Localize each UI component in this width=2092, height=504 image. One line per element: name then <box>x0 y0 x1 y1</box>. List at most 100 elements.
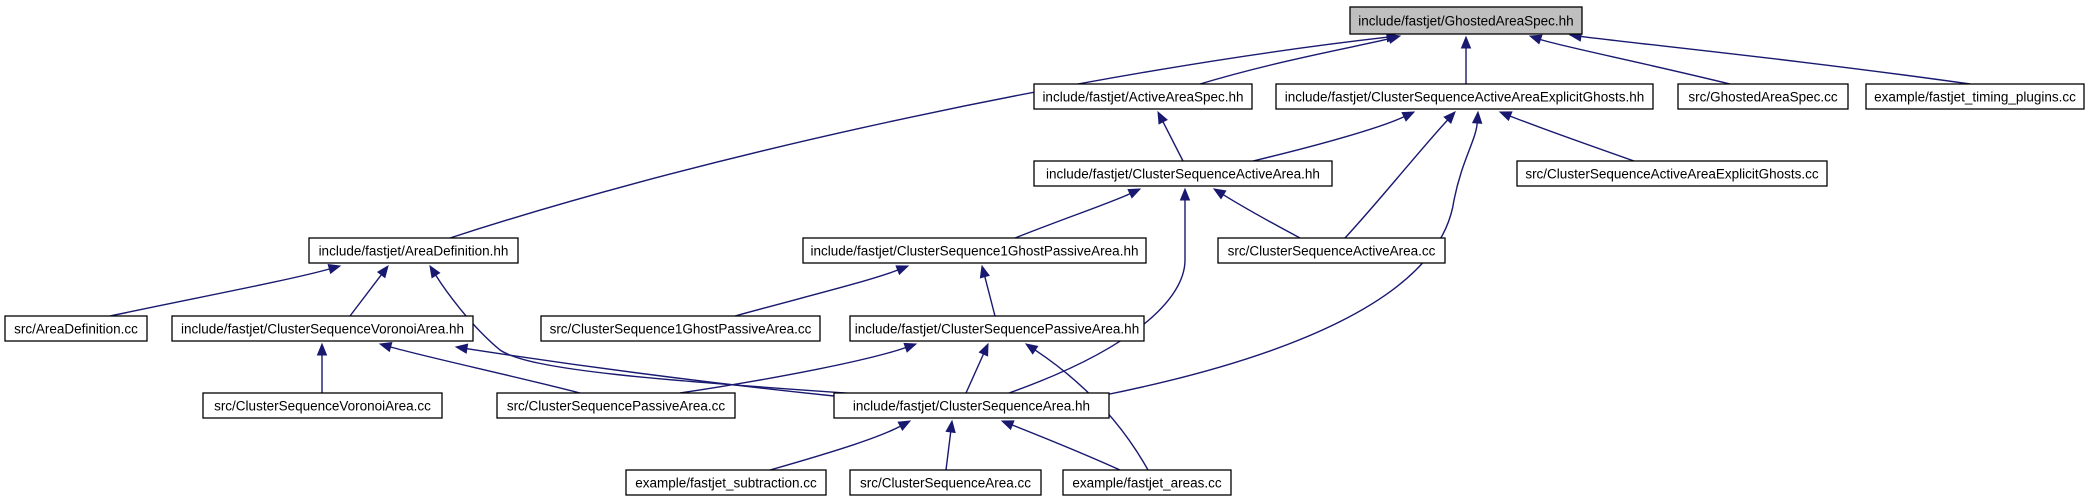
node-csaaeg-hh[interactable]: include/fastjet/ClusterSequenceActiveAre… <box>1275 83 1654 110</box>
node-ghosted-cc[interactable]: src/GhostedAreaSpec.cc <box>1677 83 1849 110</box>
arrowhead-icon <box>1387 33 1402 44</box>
edge-line <box>1014 193 1131 239</box>
node-label: src/ClusterSequenceActiveAreaExplicitGho… <box>1525 167 1819 182</box>
node-box <box>1677 83 1849 110</box>
edge-csarea_hh-to-csva_hh <box>454 343 835 397</box>
edge-line <box>965 353 985 394</box>
edge-line <box>1509 115 1635 162</box>
node-subtraction-cc[interactable]: example/fastjet_subtraction.cc <box>625 469 827 496</box>
node-csva-cc[interactable]: src/ClusterSequenceVoronoiArea.cc <box>202 392 443 419</box>
edge-csaa_hh-to-activeareaspec_hh <box>1157 110 1184 162</box>
node-box <box>625 469 827 496</box>
arrowhead-icon <box>978 342 989 357</box>
edge-line <box>945 431 952 471</box>
node-box <box>802 237 1147 264</box>
node-label: src/GhostedAreaSpec.cc <box>1688 90 1838 105</box>
edge-line <box>1540 38 1731 85</box>
arrowhead-icon <box>429 264 441 279</box>
edge-cspa_hh-to-cs1gpa_hh <box>979 264 996 317</box>
edge-line <box>109 268 330 317</box>
node-label: include/fastjet/AreaDefinition.hh <box>319 244 509 259</box>
edge-line <box>1008 200 1186 394</box>
edge-line <box>466 348 835 397</box>
arrowhead-icon <box>1212 188 1227 200</box>
arrowhead-icon <box>903 342 918 353</box>
arrowhead-icon <box>376 264 389 279</box>
edge-line <box>1252 116 1405 162</box>
edge-line <box>349 274 382 317</box>
node-label: include/fastjet/ClusterSequenceVoronoiAr… <box>181 322 464 337</box>
edge-csaa_cc-to-csaa_hh <box>1212 188 1301 239</box>
edge-line <box>984 276 996 317</box>
node-label: include/fastjet/GhostedAreaSpec.hh <box>1358 14 1573 29</box>
edge-areas_cc-to-csarea_hh <box>1000 420 1121 471</box>
node-box <box>849 315 1145 342</box>
node-label: src/ClusterSequenceVoronoiArea.cc <box>214 399 431 414</box>
node-label: src/ClusterSequencePassiveArea.cc <box>507 399 726 414</box>
edge-cspa_cc-to-cspa_hh <box>679 342 918 394</box>
node-areas-cc[interactable]: example/fastjet_areas.cc <box>1062 469 1232 496</box>
arrowhead-icon <box>1127 188 1142 199</box>
node-box <box>308 237 519 264</box>
node-box <box>540 315 821 342</box>
arrowhead-icon <box>1471 110 1483 124</box>
edge-csarea_cc-to-csarea_hh <box>945 419 956 471</box>
edge-line <box>390 346 581 394</box>
node-areadef-cc[interactable]: src/AreaDefinition.cc <box>4 315 148 342</box>
arrowhead-icon <box>1528 34 1543 45</box>
node-box <box>4 315 148 342</box>
edge-csva_cc-to-csva_hh <box>316 342 328 393</box>
arrowhead-icon <box>1401 111 1416 122</box>
edge-csaaeg_hh-to-ghosted_hh <box>1460 35 1472 84</box>
node-csarea-hh[interactable]: include/fastjet/ClusterSequenceArea.hh <box>833 392 1110 419</box>
node-label: example/fastjet_subtraction.cc <box>635 476 817 491</box>
node-csaaeg-cc[interactable]: src/ClusterSequenceActiveAreaExplicitGho… <box>1516 160 1828 187</box>
node-label: include/fastjet/ActiveAreaSpec.hh <box>1042 90 1243 105</box>
node-box <box>496 392 736 419</box>
node-activeareaspec-hh[interactable]: include/fastjet/ActiveAreaSpec.hh <box>1033 83 1253 110</box>
node-cspa-hh[interactable]: include/fastjet/ClusterSequencePassiveAr… <box>849 315 1145 342</box>
node-cspa-cc[interactable]: src/ClusterSequencePassiveArea.cc <box>496 392 736 419</box>
node-label: src/AreaDefinition.cc <box>14 322 138 337</box>
edge-line <box>449 36 1388 239</box>
edge-ghosted_cc-to-ghosted_hh <box>1528 34 1731 85</box>
node-label: example/fastjet_timing_plugins.cc <box>1874 90 2076 105</box>
edge-timing_cc-to-ghosted_hh <box>1568 31 1971 85</box>
node-timing-cc[interactable]: example/fastjet_timing_plugins.cc <box>1865 83 2085 110</box>
edge-cspa_cc-to-csva_hh <box>378 342 581 394</box>
node-csva-hh[interactable]: include/fastjet/ClusterSequenceVoronoiAr… <box>171 315 474 342</box>
node-csarea-cc[interactable]: src/ClusterSequenceArea.cc <box>849 469 1042 496</box>
node-box <box>1033 160 1333 187</box>
node-cs1gpa-hh[interactable]: include/fastjet/ClusterSequence1GhostPas… <box>802 237 1147 264</box>
node-csaa-hh[interactable]: include/fastjet/ClusterSequenceActiveAre… <box>1033 160 1333 187</box>
edge-line <box>679 346 906 394</box>
edge-csaaeg_cc-to-csaaeg_hh <box>1498 111 1635 162</box>
node-ghosted-hh[interactable]: include/fastjet/GhostedAreaSpec.hh <box>1349 6 1583 35</box>
node-label: include/fastjet/ClusterSequenceArea.hh <box>853 399 1090 414</box>
node-label: example/fastjet_areas.cc <box>1072 476 1222 491</box>
node-box <box>1275 83 1654 110</box>
node-box <box>1062 469 1232 496</box>
arrowhead-icon <box>1157 110 1168 125</box>
node-box <box>202 392 443 419</box>
edge-line <box>1011 424 1121 471</box>
node-areadef-hh[interactable]: include/fastjet/AreaDefinition.hh <box>308 237 519 264</box>
arrowhead-icon <box>1024 343 1039 355</box>
node-label: include/fastjet/ClusterSequenceActiveAre… <box>1046 167 1320 182</box>
arrowhead-icon <box>897 420 912 431</box>
arrowhead-icon <box>895 265 910 276</box>
edge-subtraction_cc-to-csarea_hh <box>769 420 912 471</box>
arrowhead-icon <box>454 343 469 354</box>
node-csaa-cc[interactable]: src/ClusterSequenceActiveArea.cc <box>1217 237 1446 264</box>
node-label: include/fastjet/ClusterSequence1GhostPas… <box>811 244 1139 259</box>
node-box <box>1033 83 1253 110</box>
edge-csaa_cc-to-csaaeg_hh <box>1344 111 1456 239</box>
edge-cs1gpa_cc-to-cs1gpa_hh <box>734 265 910 317</box>
node-cs1gpa-cc[interactable]: src/ClusterSequence1GhostPassiveArea.cc <box>540 315 821 342</box>
arrowhead-icon <box>1498 111 1513 122</box>
edge-csarea_hh-to-cspa_hh <box>965 342 989 394</box>
node-box <box>1865 83 2085 110</box>
node-label: include/fastjet/ClusterSequenceActiveAre… <box>1285 90 1644 105</box>
edge-csarea_hh-to-csaa_hh <box>1008 187 1191 394</box>
